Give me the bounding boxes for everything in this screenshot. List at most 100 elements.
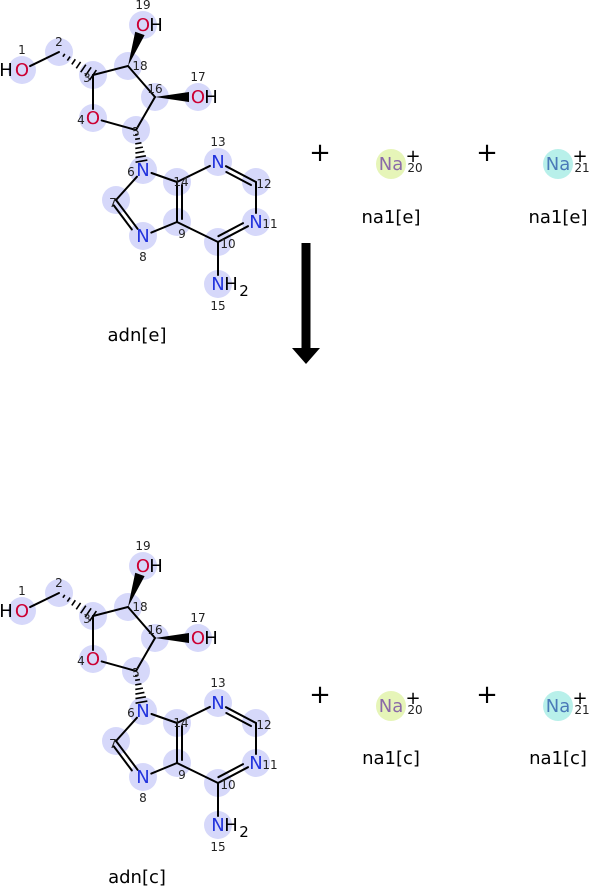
atom-hydrogen-n15: H bbox=[224, 815, 238, 836]
atom-index-n6: 6 bbox=[127, 706, 135, 720]
atom-highlight-n11 bbox=[242, 208, 270, 236]
bond-c7-n8 bbox=[115, 740, 139, 771]
bond-c18-o19-wedge bbox=[128, 572, 145, 607]
bond-o4-c5 bbox=[100, 119, 137, 131]
reaction-arrow bbox=[292, 243, 320, 364]
atom-index-n8: 8 bbox=[139, 791, 147, 805]
atom-highlight-n11 bbox=[242, 749, 270, 777]
ion-highlight-bottom-2 bbox=[543, 691, 573, 721]
bond-c7-n8-double bbox=[112, 745, 133, 772]
ion-index-bottom-2: 21 bbox=[574, 703, 589, 717]
bond-n11-c10-double bbox=[217, 222, 245, 238]
atom-hydrogen-o1: H bbox=[0, 60, 13, 81]
atom-index-c9: 9 bbox=[178, 768, 186, 782]
atom-label-n13: N bbox=[211, 693, 224, 714]
bond-c5-c16 bbox=[135, 96, 156, 131]
atom-index-o4: 4 bbox=[77, 654, 85, 668]
atom-index-c12: 12 bbox=[256, 718, 271, 732]
atom-highlight-o17 bbox=[184, 83, 212, 111]
plus-sign-bottom-1: + bbox=[309, 680, 331, 710]
atom-index-c12: 12 bbox=[256, 177, 271, 191]
atom-label-o19: O bbox=[136, 15, 150, 36]
atom-label-n8: N bbox=[136, 226, 149, 247]
atom-index-o17: 17 bbox=[190, 611, 205, 625]
bond-o1-c2 bbox=[29, 51, 60, 68]
atom-label-n15: N bbox=[211, 274, 224, 295]
bond-c14-n6 bbox=[150, 171, 178, 183]
atom-label-o4: O bbox=[86, 649, 100, 670]
bond-c7-n8 bbox=[115, 199, 139, 230]
ion-highlight-bottom-1 bbox=[376, 691, 406, 721]
atom-hydrogen-o19: H bbox=[149, 556, 163, 577]
ion-charge-top-1: + bbox=[405, 146, 420, 167]
atom-index-o4: 4 bbox=[77, 113, 85, 127]
bond-c14-n13 bbox=[176, 705, 211, 724]
ion-index-top-1: 20 bbox=[407, 161, 422, 175]
bond-c5-n6-hash bbox=[134, 133, 148, 163]
atom-index-c3: 3 bbox=[83, 71, 91, 85]
atom-label-n11: N bbox=[249, 212, 262, 233]
atom-hydrogen-o19: H bbox=[149, 15, 163, 36]
ion-symbol-top-2: Na bbox=[546, 154, 571, 175]
atom-index-n11: 11 bbox=[262, 217, 277, 231]
atom-label-n6: N bbox=[136, 701, 149, 722]
atom-highlight-n13 bbox=[204, 689, 232, 717]
atom-index-c7: 7 bbox=[109, 737, 117, 751]
atom-index-o19: 19 bbox=[135, 0, 150, 12]
atom-index-o17: 17 bbox=[190, 70, 205, 84]
atom-highlight-o1 bbox=[8, 56, 36, 84]
atom-index-c18: 18 bbox=[132, 600, 147, 614]
ion-charge-bottom-2: + bbox=[572, 688, 587, 709]
atom-index-n13: 13 bbox=[210, 676, 225, 690]
bond-n8-c9 bbox=[150, 221, 178, 234]
bond-c10-c9 bbox=[176, 221, 219, 243]
atom-label-n8: N bbox=[136, 767, 149, 788]
molecule-name-bottom: adn[c] bbox=[108, 867, 166, 886]
atom-index-n8: 8 bbox=[139, 250, 147, 264]
atom-highlight-n15 bbox=[204, 811, 232, 839]
ion-symbol-bottom-1: Na bbox=[379, 696, 404, 717]
atom-index-n15: 15 bbox=[210, 840, 225, 854]
atom-label-o4: O bbox=[86, 108, 100, 129]
atom-label-o19: O bbox=[136, 556, 150, 577]
atom-hydrogen-n15: H bbox=[224, 274, 238, 295]
atom-index-c14: 14 bbox=[173, 716, 188, 730]
atom-highlight-n8 bbox=[129, 222, 157, 250]
atom-index-c14: 14 bbox=[173, 175, 188, 189]
bond-n11-c10 bbox=[217, 766, 250, 784]
atom-highlight-o17 bbox=[184, 624, 212, 652]
atom-index-c10: 10 bbox=[220, 778, 235, 792]
atom-highlight-o4 bbox=[79, 645, 107, 673]
bond-n6-c7 bbox=[115, 716, 138, 742]
bond-c16-o17-wedge bbox=[155, 92, 189, 102]
atom-label-n13: N bbox=[211, 152, 224, 173]
bond-c16-c18 bbox=[127, 65, 156, 98]
atom-index-o19: 19 bbox=[135, 539, 150, 553]
atom-index-n11: 11 bbox=[262, 758, 277, 772]
bond-n13-c12 bbox=[224, 165, 257, 183]
ion-highlight-top-2 bbox=[543, 149, 573, 179]
atom-highlight-n8 bbox=[129, 763, 157, 791]
bond-c14-n13 bbox=[176, 164, 211, 183]
bond-n13-c12-double bbox=[225, 712, 253, 728]
atom-highlight-n15 bbox=[204, 270, 232, 298]
bond-c5-c16 bbox=[135, 637, 156, 672]
bond-c18-o19-wedge bbox=[128, 31, 145, 66]
ion-charge-top-2: + bbox=[572, 146, 587, 167]
atom-index-c2: 2 bbox=[55, 35, 63, 49]
atom-index-n6: 6 bbox=[127, 165, 135, 179]
plus-sign-top-1: + bbox=[309, 138, 331, 168]
ion-symbol-bottom-2: Na bbox=[546, 696, 571, 717]
plus-sign-top-2: + bbox=[476, 138, 498, 168]
ion-name-bottom-1: na1[c] bbox=[362, 748, 420, 769]
atom-index-c9: 9 bbox=[178, 227, 186, 241]
bond-o4-c5 bbox=[100, 660, 137, 672]
ion-name-bottom-2: na1[c] bbox=[529, 748, 587, 769]
atom-label-n6: N bbox=[136, 160, 149, 181]
bond-c16-c18 bbox=[127, 606, 156, 639]
atom-index-c10: 10 bbox=[220, 237, 235, 251]
